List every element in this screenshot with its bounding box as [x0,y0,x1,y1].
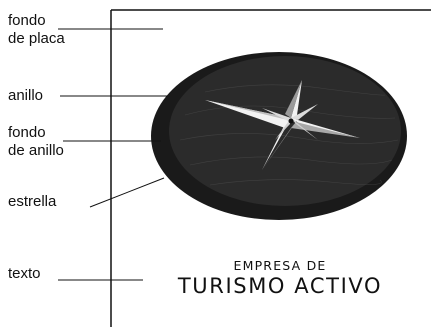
compass-star [205,80,360,170]
label-fondo-de-placa-line1: fondo [8,12,46,29]
leader-lines [58,28,168,281]
ring-background [169,56,401,206]
plaque-text-line1: EMPRESA DE [233,258,327,273]
label-fondo-de-placa-line2: de placa [8,30,65,47]
label-fondo-de-anillo-line1: fondo [8,124,46,141]
leader-estrella [89,177,165,208]
label-fondo-de-anillo-line2: de anillo [8,142,64,159]
label-anillo: anillo [8,87,44,104]
label-texto: texto [8,265,41,282]
ring-texture [179,84,399,186]
plaque-text-line2: TURISMO ACTIVO [177,274,383,298]
label-estrella: estrella [8,193,57,210]
label-fondo-de-anillo: fondo de anillo [8,124,64,160]
label-fondo-de-placa: fondo de placa [8,12,65,48]
